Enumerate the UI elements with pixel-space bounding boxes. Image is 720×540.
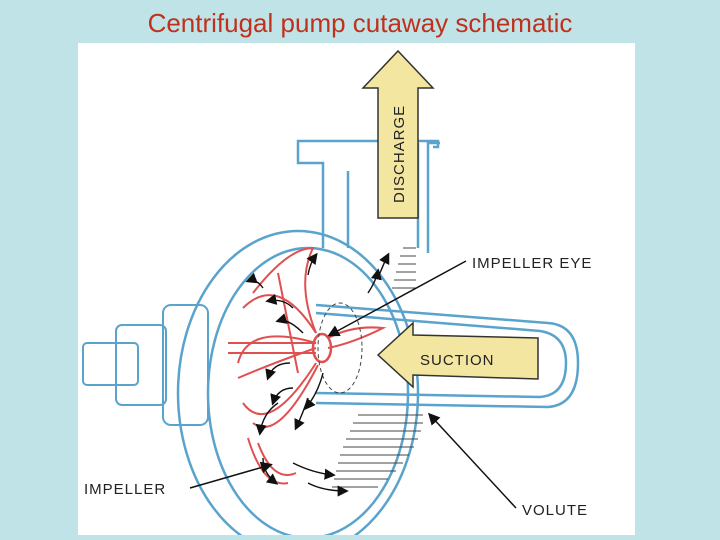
slide-title: Centrifugal pump cutaway schematic [147, 8, 573, 38]
label-volute: VOLUTE [522, 502, 588, 519]
suction-arrow-icon: SUCTION [376, 321, 539, 389]
volute-hatching [332, 247, 423, 488]
impeller-eye-outline [317, 302, 363, 394]
pump-diagram: DISCHARGE SUCTION [82, 49, 592, 535]
label-impeller: IMPELLER [84, 481, 166, 498]
flow-arrow-icon [245, 252, 390, 497]
impeller [228, 246, 387, 485]
discharge-arrow-icon: DISCHARGE [361, 49, 435, 219]
label-pointers [189, 260, 517, 509]
diagram-panel: DISCHARGE SUCTION [78, 43, 635, 535]
suction-pipe [315, 303, 580, 409]
label-impeller-eye: IMPELLER EYE [472, 255, 592, 272]
label-suction: SUCTION [420, 352, 495, 369]
label-discharge: DISCHARGE [391, 105, 408, 203]
shaft-housing [82, 304, 209, 426]
pump-casing [176, 229, 420, 535]
